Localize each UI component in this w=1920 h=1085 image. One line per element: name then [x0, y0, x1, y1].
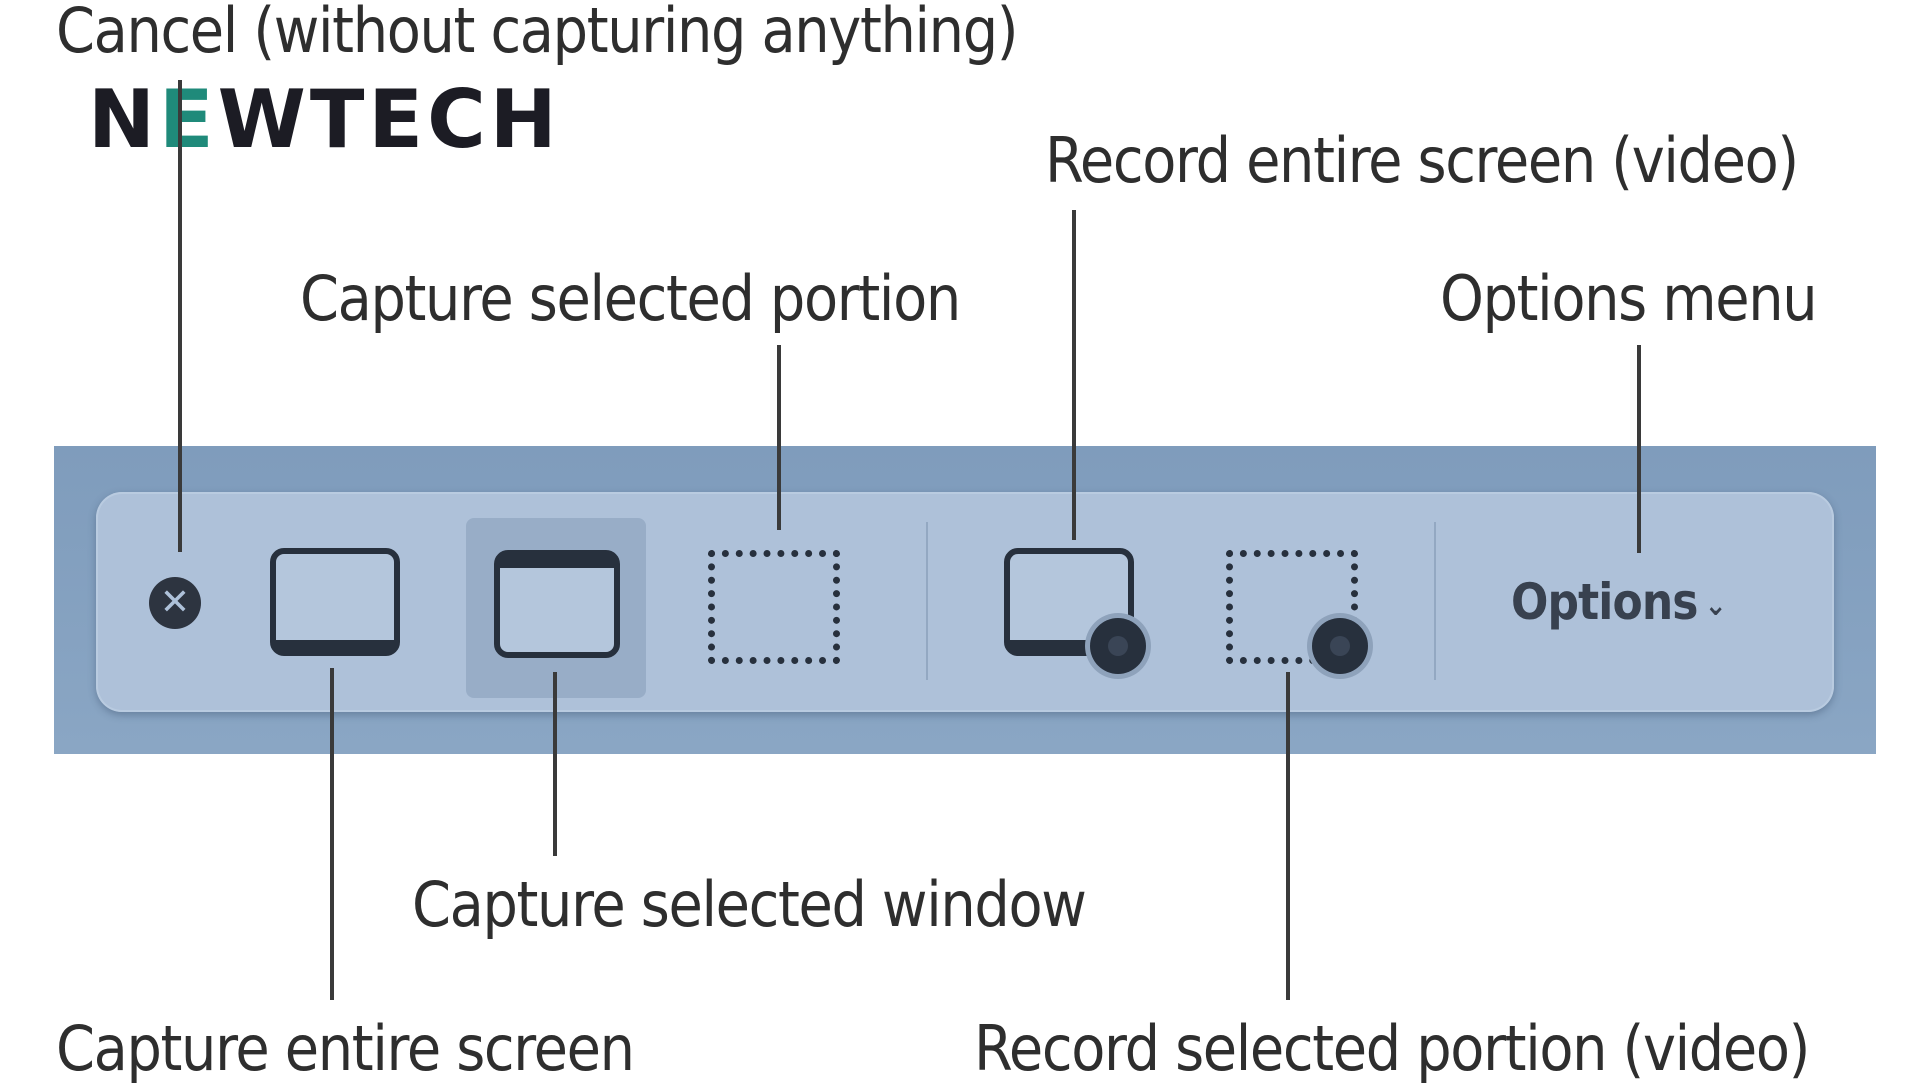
capture-selected-portion-leader-line	[777, 345, 781, 530]
toolbar-divider	[1434, 522, 1436, 680]
record-selected-portion-leader-line	[1286, 672, 1290, 1000]
screen-icon	[276, 640, 394, 650]
capture-selected-window-callout-label: Capture selected window	[412, 868, 1087, 941]
cancel-button[interactable]: ✕	[149, 577, 201, 629]
record-dot-icon	[1312, 618, 1368, 674]
record-entire-screen-callout-label: Record entire screen (video)	[1045, 124, 1799, 197]
record-screen-icon	[1010, 640, 1128, 650]
close-icon: ✕	[159, 582, 191, 623]
record-entire-screen-leader-line	[1072, 210, 1076, 540]
capture-entire-screen-leader-line	[330, 668, 334, 1000]
capture-selected-portion-callout-label: Capture selected portion	[300, 262, 961, 335]
window-titlebar	[500, 556, 614, 568]
capture-entire-screen-callout-label: Capture entire screen	[56, 1012, 635, 1085]
record-selected-portion-button[interactable]	[1226, 550, 1358, 664]
newtech-logo: NEWTECH	[88, 73, 561, 166]
record-selected-portion-callout-label: Record selected portion (video)	[974, 1012, 1810, 1085]
options-label: Options	[1511, 573, 1698, 631]
cancel-leader-line	[178, 80, 182, 552]
options-menu-leader-line	[1637, 345, 1641, 553]
toolbar-divider	[926, 522, 928, 680]
cancel-callout-label: Cancel (without capturing anything)	[56, 0, 1019, 67]
screenshot-toolbar: ✕ Options⌄	[96, 492, 1834, 712]
options-menu-callout-label: Options menu	[1440, 262, 1818, 335]
capture-selected-portion-button[interactable]	[708, 550, 840, 664]
chevron-down-icon: ⌄	[1704, 587, 1727, 623]
window-icon	[494, 550, 620, 658]
capture-selected-window-leader-line	[553, 672, 557, 856]
options-menu-button[interactable]: Options⌄	[1511, 570, 1727, 634]
record-dot-icon	[1090, 618, 1146, 674]
capture-entire-screen-button[interactable]	[270, 548, 400, 656]
